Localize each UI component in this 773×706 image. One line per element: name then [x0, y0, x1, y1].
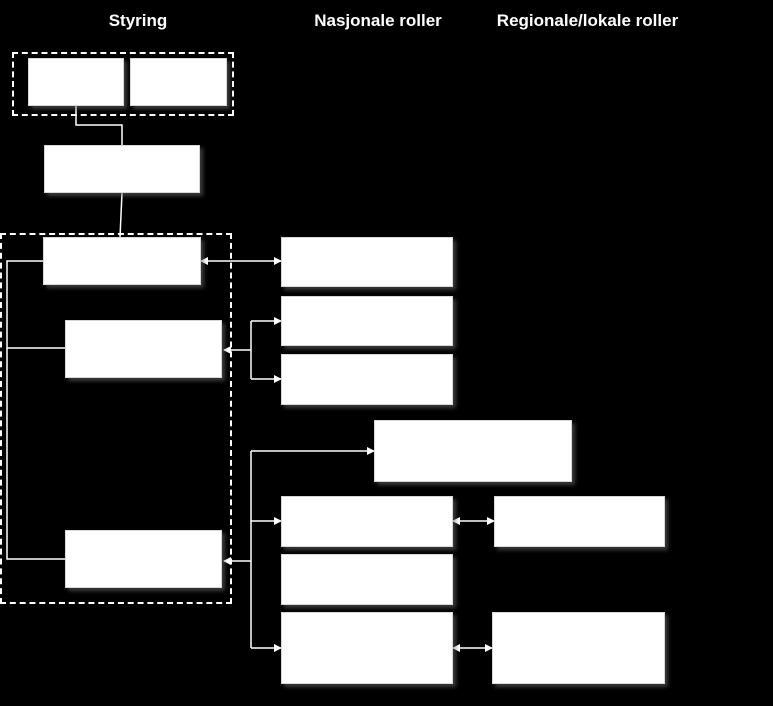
top-owner-group [12, 52, 234, 116]
governance-mid-box [65, 320, 222, 378]
national-box-2 [281, 296, 453, 346]
regional-box-2 [492, 612, 665, 684]
top-left-box [28, 58, 124, 106]
governance-low-box [65, 530, 222, 588]
national-box-4 [281, 496, 453, 547]
connector-middle-to-governance [119, 192, 123, 238]
header-styring: Styring [108, 11, 168, 30]
governance-top-box [43, 237, 201, 285]
national-box-6 [281, 612, 453, 684]
national-box-1 [281, 237, 453, 287]
governance-group [0, 233, 232, 604]
top-right-box [130, 58, 227, 106]
header-regionale-lokale-roller: Regionale/lokale roller [496, 11, 679, 30]
connector-top-to-middle [75, 106, 123, 145]
national-box-3 [281, 354, 453, 405]
steering-box [44, 145, 200, 193]
regional-box-1 [494, 496, 665, 547]
header-nasjonale-roller: Nasjonale roller [314, 11, 442, 30]
connector-left-spine [6, 260, 65, 560]
national-wide-box [374, 420, 572, 482]
national-box-5 [281, 554, 453, 605]
